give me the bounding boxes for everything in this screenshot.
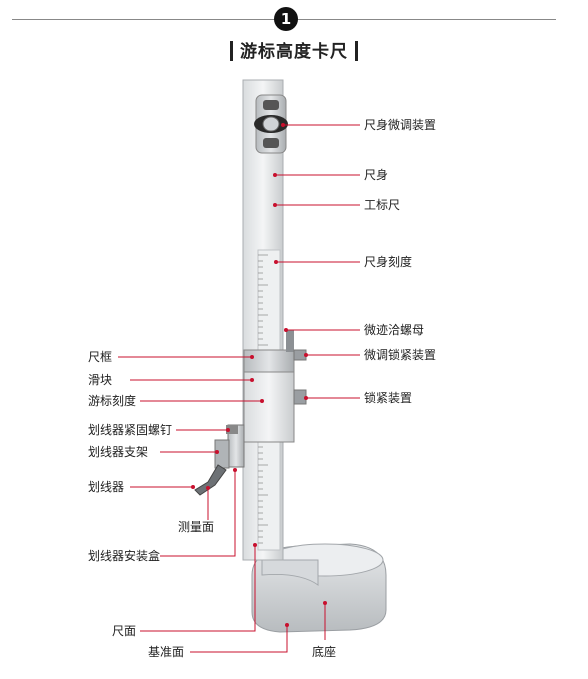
- label-frame: 尺框: [88, 350, 113, 364]
- label-scriber-box: 划线器安装盒: [88, 549, 161, 563]
- section-number-badge: 1: [274, 7, 298, 31]
- page-title-block: 游标高度卡尺: [0, 37, 588, 62]
- page-title: 游标高度卡尺: [240, 42, 348, 62]
- label-scriber-screw: 划线器紧固螺钉: [88, 423, 173, 437]
- leader-dots-left: [191, 355, 327, 627]
- label-body: 尺身: [364, 168, 389, 182]
- label-slider: 滑块: [88, 373, 113, 387]
- label-fine-lock: 微调锁紧装置: [364, 348, 437, 362]
- label-vernier-scale: 游标刻度: [88, 394, 137, 408]
- slider-frame: [243, 330, 307, 443]
- title-bar-right: [355, 41, 358, 61]
- leaders-right: [275, 124, 360, 399]
- label-fine-adjust-body: 尺身微调装置: [364, 118, 437, 132]
- label-scriber: 划线器: [88, 480, 125, 494]
- label-lock-device: 锁紧装置: [364, 391, 413, 405]
- title-bar-left: [230, 41, 233, 61]
- label-datum-face: 基准面: [148, 645, 185, 659]
- label-work-ruler: 工标尺: [364, 198, 401, 212]
- scriber-assembly: [194, 424, 245, 496]
- label-base: 底座: [312, 645, 337, 659]
- gauge-base: [251, 543, 387, 633]
- label-body-scale: 尺身刻度: [364, 255, 413, 269]
- leaders-left: [118, 356, 326, 653]
- label-measure-face: 测量面: [178, 520, 215, 534]
- label-scriber-bracket: 划线器支架: [88, 445, 149, 459]
- label-fine-nut: 微迹洽螺母: [364, 323, 425, 337]
- top-adjust-knob: [254, 94, 288, 154]
- label-ruler-face: 尺面: [112, 624, 137, 638]
- leader-dots-right: [273, 123, 308, 400]
